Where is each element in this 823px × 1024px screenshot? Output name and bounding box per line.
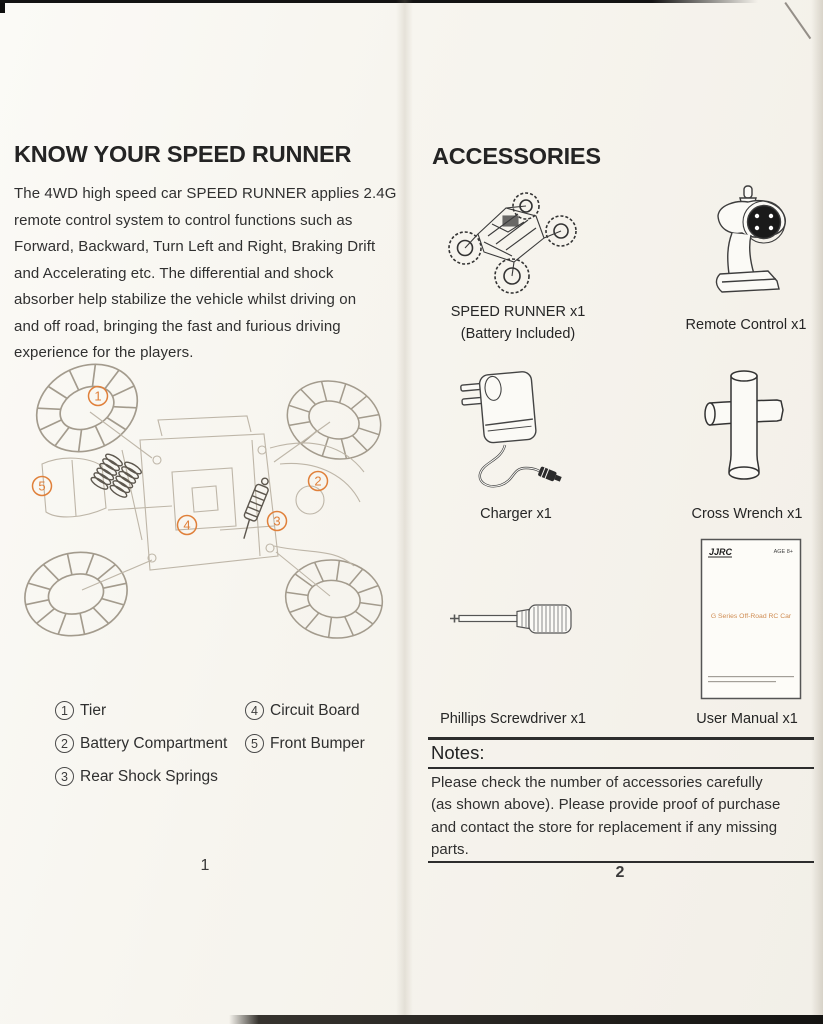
left-page-intro: The 4WD high speed car SPEED RUNNER appl… xyxy=(14,181,396,367)
notes-line: and contact the store for replacement if… xyxy=(431,818,778,836)
charger-caption: Charger x1 xyxy=(455,503,577,525)
user-manual-illustration: JJRC AGE 8+ G Series Off-Road RC Car xyxy=(700,538,802,700)
legend-num-5: 5 xyxy=(245,734,264,753)
remote-control-illustration xyxy=(715,185,786,293)
legend-item-tier: 1 Tier xyxy=(55,701,106,720)
manual-fine-print-line xyxy=(708,676,794,678)
svg-text:2: 2 xyxy=(314,474,321,489)
legend-label: Battery Compartment xyxy=(80,734,228,752)
legend-item-circuit-board: 4 Circuit Board xyxy=(245,701,360,720)
legend-label: Front Bumper xyxy=(270,734,365,752)
left-page-number: 1 xyxy=(200,857,210,874)
legend-label: Circuit Board xyxy=(270,701,360,719)
remote-control-label: Remote Control x1 xyxy=(685,317,807,333)
speed-runner-illustration xyxy=(448,192,577,294)
notes-bottom-rule xyxy=(428,861,814,863)
intro-line: and Accelerating etc. The differential a… xyxy=(14,264,334,282)
manual-brand-logo: JJRC xyxy=(709,547,733,557)
manual-cover-title: G Series Off-Road RC Car xyxy=(711,613,792,620)
svg-text:4: 4 xyxy=(183,518,190,533)
notes-heading-rule xyxy=(428,767,814,769)
intro-line: and off road, bringing the fast and furi… xyxy=(14,317,341,335)
legend-num-2: 2 xyxy=(55,734,74,753)
intro-line: Forward, Backward, Turn Left and Right, … xyxy=(14,238,376,255)
charger-label: Charger x1 xyxy=(480,506,552,522)
scan-bottom-edge xyxy=(229,1015,823,1024)
diagram-shock-springs xyxy=(90,453,269,539)
intro-line: The 4WD high speed car SPEED RUNNER appl… xyxy=(14,185,397,202)
intro-line: absorber help stabilize the vehicle whil… xyxy=(14,291,357,308)
notes-line: parts. xyxy=(431,840,469,858)
page-fold-crease xyxy=(396,0,413,1024)
legend-item-front-bumper: 5 Front Bumper xyxy=(245,734,365,753)
speed-runner-sublabel: (Battery Included) xyxy=(460,326,576,342)
left-page-title: KNOW YOUR SPEED RUNNER xyxy=(14,141,352,167)
intro-line: remote control system to control functio… xyxy=(14,211,353,229)
speed-runner-label: SPEED RUNNER x1 xyxy=(450,304,586,320)
legend-label: Rear Shock Springs xyxy=(80,767,218,785)
legend-num-1: 1 xyxy=(55,701,74,720)
callout-1-marker: 1 xyxy=(87,385,109,407)
diagram-callouts: 1 2 3 4 5 xyxy=(31,385,329,536)
speed-runner-caption: SPEED RUNNER x1 (Battery Included) xyxy=(437,301,599,345)
svg-text:3: 3 xyxy=(273,514,280,529)
svg-text:1: 1 xyxy=(94,389,101,404)
legend-label: Tier xyxy=(80,701,107,719)
user-manual-caption: User Manual x1 xyxy=(676,708,818,730)
scan-top-right-edge xyxy=(784,2,812,40)
legend-item-rear-shock-springs: 3 Rear Shock Springs xyxy=(55,767,218,786)
diagram-tires xyxy=(16,360,392,646)
legend-item-battery-compartment: 2 Battery Compartment xyxy=(55,734,227,753)
notes-line: Please check the number of accessories c… xyxy=(431,774,763,791)
right-page-number: 2 xyxy=(615,864,625,881)
callout-3-marker: 3 xyxy=(266,510,288,532)
right-page-title: ACCESSORIES xyxy=(432,143,601,169)
remote-control-caption: Remote Control x1 xyxy=(672,314,820,336)
screwdriver-label: Phillips Screwdriver x1 xyxy=(440,711,586,727)
callout-2-marker: 2 xyxy=(307,470,329,492)
notes-line: (as shown above). Please provide proof o… xyxy=(431,796,781,814)
scan-corner-mark xyxy=(0,0,5,13)
screwdriver-caption: Phillips Screwdriver x1 xyxy=(432,708,594,730)
manual-fine-print-line xyxy=(708,681,776,683)
intro-line: experience for the players. xyxy=(14,344,194,361)
svg-text:5: 5 xyxy=(38,479,45,494)
user-manual-label: User Manual x1 xyxy=(696,711,798,727)
manual-age-label: AGE 8+ xyxy=(774,549,793,555)
legend-num-4: 4 xyxy=(245,701,264,720)
screwdriver-illustration xyxy=(450,604,572,634)
callout-5-marker: 5 xyxy=(31,475,53,497)
scan-right-shade xyxy=(811,0,823,1024)
cross-wrench-caption: Cross Wrench x1 xyxy=(677,503,817,525)
cross-wrench-illustration xyxy=(704,370,784,480)
callout-4-marker: 4 xyxy=(176,514,198,536)
notes-top-rule xyxy=(428,737,814,740)
cross-wrench-label: Cross Wrench x1 xyxy=(691,506,803,522)
notes-heading: Notes: xyxy=(431,742,485,763)
notes-body: Please check the number of accessories c… xyxy=(431,772,780,861)
car-top-view-diagram: 1 2 3 4 5 xyxy=(16,360,392,646)
charger-illustration xyxy=(460,371,562,488)
legend-num-3: 3 xyxy=(55,767,74,786)
diagram-chassis xyxy=(41,411,365,597)
scan-top-edge xyxy=(0,0,758,3)
